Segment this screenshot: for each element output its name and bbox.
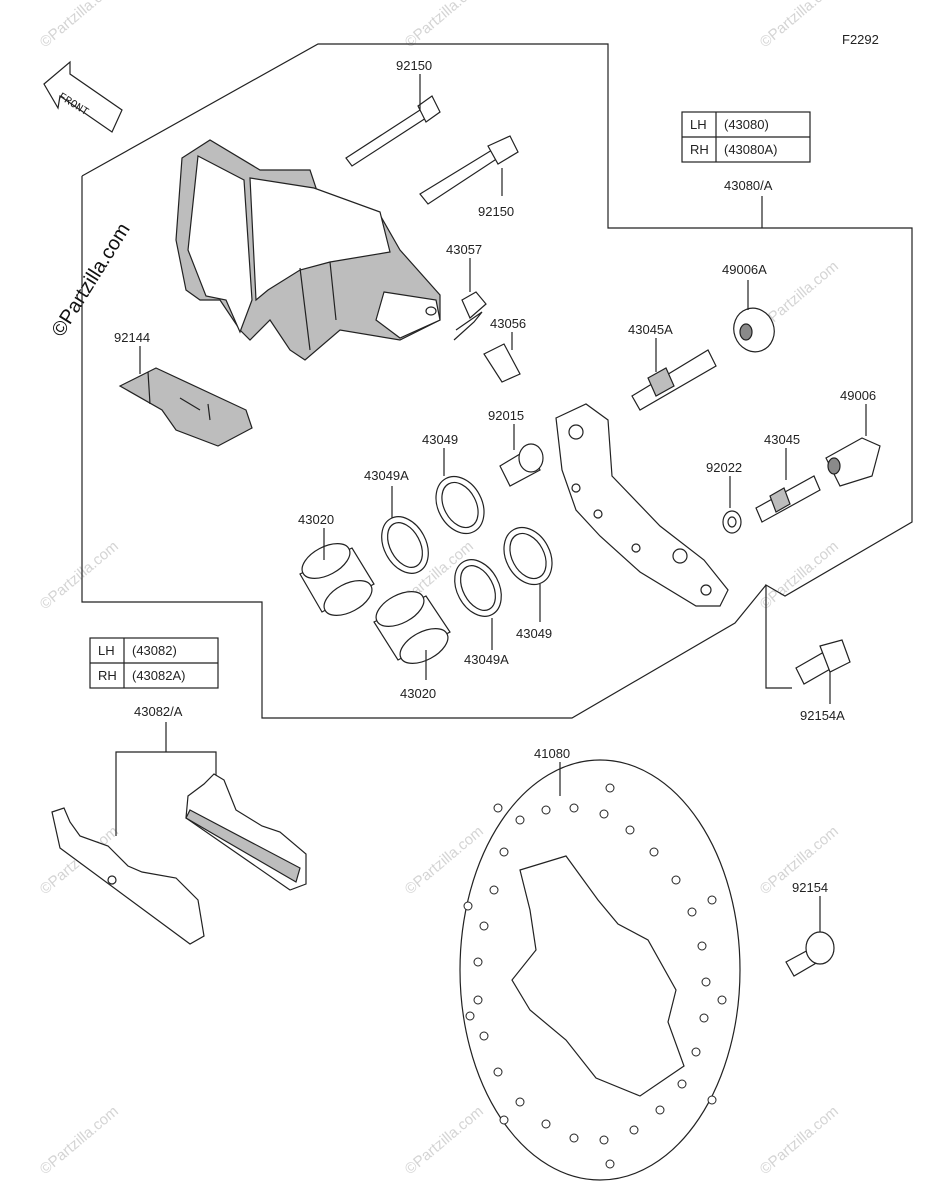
label-caliper-bolt-lower: 92150: [478, 204, 514, 219]
washer-icon: [722, 510, 742, 534]
bracket-table-code: (43080): [724, 117, 769, 132]
watermark: ©Partzilla.com: [757, 1103, 842, 1178]
diagram-code: F2292: [842, 32, 879, 47]
pin-boot-a-icon: [733, 307, 775, 353]
pad-table-code: (43082A): [132, 668, 185, 683]
brake-pad-right-icon: [185, 773, 307, 891]
label-seal-upper: 43049: [422, 432, 458, 447]
pad-spring-icon: [118, 367, 253, 447]
pad-table-code: (43082): [132, 643, 177, 658]
pad-table-side: RH: [98, 668, 117, 683]
label-slide-pin-a: 43045A: [628, 322, 673, 337]
brake-pad-left-icon: [51, 807, 205, 945]
label-slide-pin: 43045: [764, 432, 800, 447]
label-disc-bolt: 92154: [792, 880, 828, 895]
bracket-table-code: (43080A): [724, 142, 777, 157]
label-pad-spring: 92144: [114, 330, 150, 345]
bracket-bushing-icon: [499, 443, 544, 487]
bracket-table-side: RH: [690, 142, 709, 157]
watermark: ©Partzilla.com: [757, 0, 842, 51]
label-piston-upper: 43020: [298, 512, 334, 527]
label-bleeder-cap: 43057: [446, 242, 482, 257]
label-disc: 41080: [534, 746, 570, 761]
piston-lower-icon: [373, 591, 451, 664]
bleeder-cap-icon: [453, 291, 487, 341]
brake-disc-icon: [459, 759, 741, 1181]
watermark: ©Partzilla.com: [757, 538, 842, 613]
watermark: ©Partzilla.com: [37, 1103, 122, 1178]
bracket-table: LH (43080) RH (43080A): [681, 111, 811, 163]
caliper-group-outline: [81, 43, 913, 689]
label-piston-lower: 43020: [400, 686, 436, 701]
slide-pin-icon: [755, 475, 821, 523]
seal-a-upper-icon: [381, 516, 429, 574]
label-pin-boot: 49006: [840, 388, 876, 403]
label-bracket-assy: 43080/A: [724, 178, 773, 193]
label-caliper-bolt-top: 92150: [396, 58, 432, 73]
label-bracket-bushing: 92015: [488, 408, 524, 423]
pad-table-side: LH: [98, 643, 115, 658]
watermark: ©Partzilla.com: [37, 0, 122, 51]
caliper-bolt-lower-icon: [419, 135, 519, 205]
label-seal-lower: 43049: [516, 626, 552, 641]
label-seal-a-lower: 43049A: [464, 652, 509, 667]
front-arrow-icon: FRONT: [43, 60, 123, 133]
label-bleeder-valve: 43056: [490, 316, 526, 331]
caliper-group-outline-lower: [81, 176, 767, 719]
caliper-body: [175, 139, 441, 361]
disc-bolt-icon: [785, 931, 835, 977]
label-pin-boot-a: 49006A: [722, 262, 767, 277]
pad-table: LH (43082) RH (43082A): [89, 637, 219, 689]
seal-lower-icon: [503, 526, 553, 586]
label-seal-a-upper: 43049A: [364, 468, 409, 483]
seal-a-lower-icon: [454, 559, 502, 617]
caliper-bracket-icon: [555, 403, 729, 607]
pin-boot-icon: [825, 437, 881, 487]
seal-upper-icon: [435, 475, 485, 535]
label-washer: 92022: [706, 460, 742, 475]
piston-upper-icon: [299, 543, 375, 616]
partzilla-logo-text: ©Partzilla.com: [48, 219, 135, 340]
label-bracket-bolt: 92154A: [800, 708, 845, 723]
caliper-bolt-top-icon: [345, 95, 441, 167]
slide-pin-a-icon: [631, 349, 717, 411]
bracket-table-side: LH: [690, 117, 707, 132]
bleeder-valve-icon: [483, 343, 521, 383]
bracket-bolt-icon: [795, 639, 851, 685]
label-pad-set: 43082/A: [134, 704, 183, 719]
watermark: ©Partzilla.com: [402, 1103, 487, 1178]
